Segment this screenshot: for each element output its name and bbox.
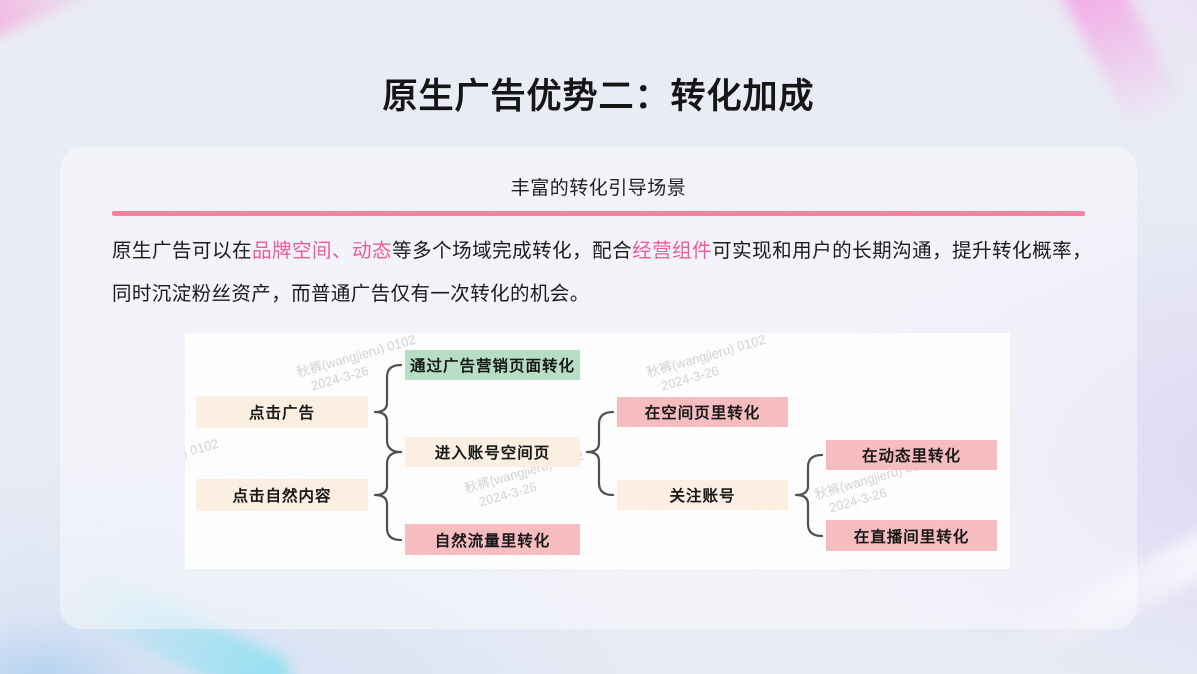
watermark-user: 秋裤(wangjieru) 0102 [185,435,221,484]
brace-click-ad [373,363,403,454]
body-paragraph: 原生广告可以在品牌空间、动态等多个场域完成转化，配合经营组件可实现和用户的长期沟… [112,230,1092,316]
corner-glow-top-left [0,0,114,49]
brace-account-space [585,410,615,497]
highlight-comma: 、 [332,240,353,262]
node-live-room-convert: 在直播间里转化 [826,520,997,551]
watermark: 秋裤(wangjieru) 0102 2024-3-26 [295,333,422,397]
node-click-ad: 点击广告 [196,396,368,428]
conversion-flow-diagram: 秋裤(wangjieru) 0102 2024-3-26 秋裤(wangjier… [185,333,1010,569]
node-enter-account-space: 进入账号空间页 [405,437,580,467]
watermark-date: 2024-3-26 [309,362,371,394]
watermark-date: 2024-3-26 [659,362,721,394]
highlight-dynamic: 动态 [352,240,393,262]
node-natural-traffic-convert: 自然流量里转化 [405,524,580,555]
node-dynamic-convert: 在动态里转化 [826,440,997,470]
highlight-business-component: 经营组件 [632,240,713,262]
pink-divider-line [112,211,1085,216]
slide-title: 原生广告优势二：转化加成 [382,77,815,116]
node-space-page-convert: 在空间页里转化 [617,397,788,427]
watermark-date: 2024-3-26 [827,484,889,516]
node-marketing-page-convert: 通过广告营销页面转化 [405,350,580,380]
paragraph-segment: 等多个场域完成转化，配合 [392,240,633,262]
watermark-user: 秋裤(wangjieru) 0102 [644,333,768,380]
watermark: 秋裤(wangjieru) 0102 2024-3-26 [645,333,772,397]
node-click-natural-content: 点击自然内容 [196,479,368,511]
brace-follow-account [794,453,824,538]
watermark-date: 2024-3-26 [477,478,539,510]
section-subtitle: 丰富的转化引导场景 [510,178,687,199]
node-follow-account: 关注账号 [617,480,788,510]
brace-click-natural [373,450,403,542]
watermark-user: 秋裤(wangjieru) 0102 [294,333,418,380]
highlight-brand-space: 品牌空间 [252,240,333,262]
paragraph-segment: 原生广告可以在 [112,240,253,262]
